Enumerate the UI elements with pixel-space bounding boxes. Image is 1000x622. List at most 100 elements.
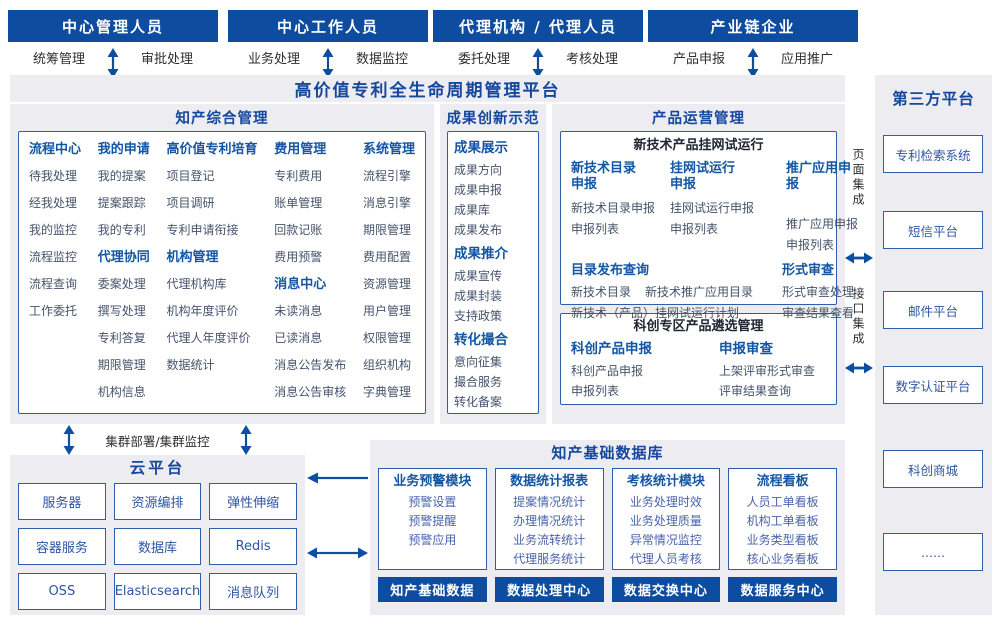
group-title: 流程中心 [29,142,82,157]
menu-item: 机构信息 [97,385,146,399]
menu-item: 形式审查处理 [782,285,855,299]
group-title: 系统管理 [362,142,415,157]
menu-item: 新技术目录 [571,285,632,299]
group-message-center: 消息中心 未读消息已读消息消息公告发布消息公告审核 [274,271,346,406]
menu-item: 新技术目录申报 [571,201,656,215]
menu-item: 上架评审形式审查 [719,364,816,378]
third-party-system: 科创商城 [883,450,983,488]
menu-item: 专利费用 [274,169,323,183]
menu-item: 成果宣传 [454,269,503,283]
group-process-center: 流程中心 待我处理经我处理我的监控流程监控流程查询工作委托 [29,136,81,325]
menu-item: 人员工单看板 [746,495,819,509]
group-title: 挂网试运行申报 [670,161,736,192]
role-agencies: 代理机构 / 代理人员 委托处理 考核处理 [433,10,643,78]
section-third-party-platform: 第三方平台 专利检索系统短信平台邮件平台数字认证平台科创商城...... [875,75,992,615]
group-agency-collaboration: 代理协同 委案处理撰写处理专利答复期限管理机构信息 [98,244,150,406]
group-formal-review: 形式审查 形式审查处理审查结果查看 [782,260,854,324]
group-title: 新技术目录申报 [571,161,637,192]
role-header: 产业链企业 [648,10,858,42]
menu-item: 业务类型看板 [746,533,819,547]
cloud-service: 数据库 [113,528,202,565]
group-title: 科创产品申报 [571,341,652,357]
menu-item: 我的专利 [97,223,146,237]
menu-item: 费用配置 [362,250,411,264]
section-title: 第三方平台 [892,90,975,108]
group-title: 机构管理 [166,250,219,265]
menu-item: 申报列表 [670,222,719,236]
menu-item: 科创产品申报 [571,364,644,378]
role-action-label: 数据监控 [356,51,409,67]
group-fee-management: 费用管理 专利费用账单管理回款记账费用预警 [274,136,346,271]
double-arrow-vertical-icon [240,425,252,455]
menu-item: 项目调研 [166,196,215,210]
role-header: 中心工作人员 [228,10,428,42]
menu-item: 组织机构 [362,358,411,372]
group-title: 申报审查 [719,341,773,357]
group-new-tech-catalog-declare: 新技术目录申报 新技术目录申报申报列表 [571,157,666,256]
menu-item: 异常情况监控 [629,533,702,547]
menu-item: 字典管理 [362,385,411,399]
online-trial-box: 新技术产品挂网试运行 新技术目录申报 新技术目录申报申报列表 挂网试运行申报 挂… [560,131,858,320]
cloud-service: 服务器 [18,483,106,520]
menu-item: 代理人年度评价 [166,331,251,345]
menu-item: 成果方向 [454,163,503,177]
role-center-managers: 中心管理人员 统筹管理 审批处理 [8,10,218,78]
cluster-deploy-monitor: 集群部署/集群监控 [10,425,305,455]
role-action-label: 审批处理 [141,51,194,67]
menu-item: 提案跟踪 [97,196,146,210]
data-center-badge: 数据服务中心 [728,577,837,602]
menu-item: 支持政策 [454,309,503,323]
menu-item: 意向征集 [454,355,503,369]
menu-item: 预警提醒 [408,514,457,528]
menu-item: 权限管理 [362,331,411,345]
menu-item: 待我处理 [29,169,78,183]
menu-item: 机构年度评价 [166,304,239,318]
third-party-system: 短信平台 [883,211,983,249]
menu-item: 我的提案 [97,169,146,183]
double-arrow-vertical-icon [747,48,759,78]
menu-item: 专利答复 [97,331,146,345]
menu-item: 账单管理 [274,196,323,210]
page-integration-label: 页面集成 [851,148,865,208]
platform-title: 高价值专利全生命周期管理平台 [10,75,845,102]
group-org-management: 机构管理 代理机构库机构年度评价代理人年度评价数据统计 [166,244,257,379]
group-declare-review: 申报审查 上架评审形式审查评审结果查询 [719,338,826,401]
column-my-applications: 我的申请 我的提案提案跟踪我的专利 代理协同 委案处理撰写处理专利答复期限管理机… [98,136,150,409]
column-fee-management: 费用管理 专利费用账单管理回款记账费用预警 消息中心 未读消息已读消息消息公告发… [274,136,346,409]
module-title: 数据统计报表 [510,474,589,489]
menu-item: 已读消息 [274,331,323,345]
module-title: 考核统计模块 [626,474,705,489]
group-sci-product-declare: 科创产品申报 科创产品申报申报列表 [571,338,719,401]
menu-item: 消息引擎 [362,196,411,210]
group-catalog-publish-query: 目录发布查询 新技术目录新技术推广应用目录新技术（产品）挂网试运行计划 [571,260,782,324]
menu-item: 撮合服务 [454,375,503,389]
menu-item: 工作委托 [29,304,78,318]
data-center-badge: 数据处理中心 [494,577,604,602]
menu-item: 预警设置 [408,495,457,509]
menu-item: 代理人员考核 [629,552,702,566]
group-title: 代理协同 [97,250,150,265]
third-party-system: 邮件平台 [883,291,983,329]
column-system-management: 系统管理 流程引擎消息引擎期限管理费用配置资源管理用户管理权限管理组织机构字典管… [363,136,415,409]
group-title: 转化撮合 [454,332,508,348]
menu-item: 流程监控 [29,250,78,264]
menu-item: 申报列表 [786,238,835,252]
menu-item: 我的监控 [29,223,78,237]
double-arrow-vertical-icon [532,48,544,78]
role-action-label: 应用推广 [781,51,834,67]
group-title: 成果展示 [454,140,508,156]
menu-item: 提案情况统计 [513,495,586,509]
group-system-management: 系统管理 流程引擎消息引擎期限管理费用配置资源管理用户管理权限管理组织机构字典管… [363,136,415,406]
menu-item: 经我处理 [29,196,78,210]
section-title: 成果创新示范 [446,111,540,127]
left-arrow-icon [307,472,368,484]
section-title: 知产基础数据库 [551,444,664,462]
group-title: 成果推介 [454,246,508,262]
menu-item: 成果申报 [454,183,503,197]
menu-item: 用户管理 [362,304,411,318]
menu-item: 撰写处理 [97,304,146,318]
group-title: 消息中心 [274,277,327,292]
cloud-service: 资源编排 [113,483,202,520]
column-process-center: 流程中心 待我处理经我处理我的监控流程监控流程查询工作委托 [29,136,81,409]
double-arrow-horizontal-icon [307,547,368,559]
